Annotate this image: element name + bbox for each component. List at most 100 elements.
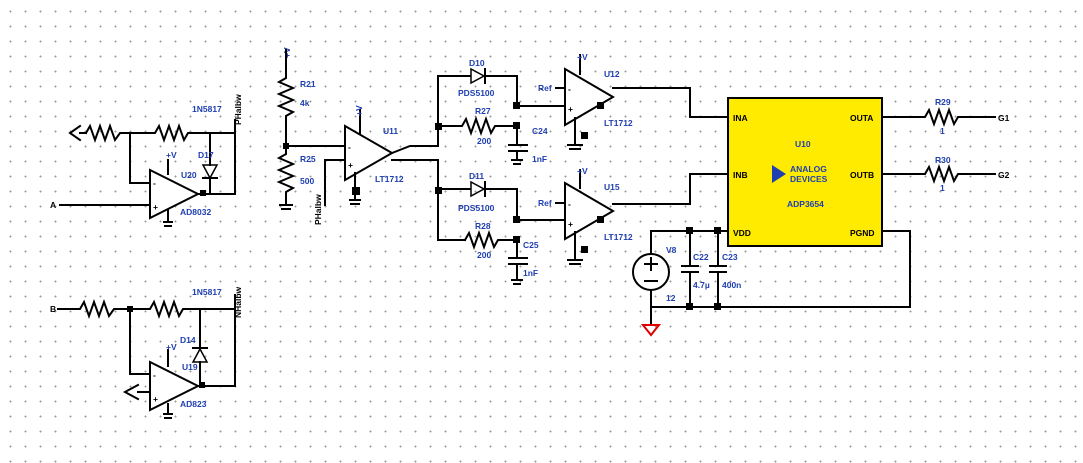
r25-ref: R25	[300, 154, 316, 164]
r30-ref: R30	[935, 155, 951, 165]
u20-value: AD8032	[180, 207, 211, 217]
u15-ref: U15	[604, 182, 620, 192]
ground-symbol	[68, 124, 82, 142]
svg-text:+: +	[348, 160, 353, 170]
diode-d14	[191, 347, 209, 363]
diode-d11	[470, 180, 486, 198]
u10-value: ADP3654	[787, 199, 824, 209]
resistor-r28	[463, 230, 518, 250]
logo-text-1: ANALOG	[790, 164, 827, 174]
c25-value: 1nF	[523, 268, 538, 278]
d17-ref: D17	[198, 150, 214, 160]
pin-vdd: VDD	[733, 228, 751, 238]
channel-a: D10 PDS5100 R27 200 C24 1nF · Ref - + +V…	[437, 52, 729, 165]
logo-text-2: DEVICES	[790, 174, 828, 184]
ic-u10-body[interactable]	[727, 97, 883, 247]
feedback-resistor-b	[129, 299, 236, 319]
r28-ref: R28	[475, 221, 491, 231]
u19-value: AD823	[180, 399, 207, 409]
pin-inb: INB	[733, 170, 748, 180]
u19-stage: B - + +V U19 AD823 D14 1N5817 NHalbw	[50, 286, 243, 419]
net-label-g1: G1	[998, 113, 1010, 123]
u20-stage: A - + +V U20 AD8032 D17 1N5817 PHalbw	[50, 94, 243, 227]
v8-ref: V8	[666, 245, 677, 255]
resistor-r25	[276, 145, 296, 206]
d14-value: 1N5817	[192, 287, 222, 297]
diode-d17	[201, 164, 219, 180]
pin-pgnd: PGND	[850, 228, 875, 238]
supply: V8 12 C22 4.7µ C23 400n	[632, 227, 741, 337]
opamp-u11[interactable]	[344, 124, 395, 182]
svg-text:-: -	[568, 199, 571, 209]
analog-devices-logo-icon	[772, 165, 786, 183]
svg-text:-: -	[568, 84, 571, 94]
v-plus-label-u11: +V	[354, 105, 364, 116]
opamp-u15[interactable]	[564, 181, 615, 241]
ground-icon	[640, 324, 662, 337]
ref-label-b-text: Ref	[538, 198, 552, 208]
ref-label-a-text: Ref	[538, 83, 552, 93]
v-plus-label-u19: +V	[166, 342, 177, 352]
net-label-b: B	[50, 304, 56, 314]
v-plus-label-u12: +V	[577, 52, 588, 62]
d11-ref: D11	[469, 171, 484, 181]
opamp-u12[interactable]	[564, 67, 615, 127]
svg-text:-: -	[153, 370, 156, 380]
d10-ref: D10	[469, 58, 485, 68]
r30-value: 1	[940, 183, 945, 193]
u15-value: LT1712	[604, 232, 633, 242]
resistor-r29	[881, 107, 996, 127]
c22-ref: C22	[693, 252, 709, 262]
r28-value: 200	[477, 250, 491, 260]
r25-value: 500	[300, 176, 314, 186]
pin-outa: OUTA	[850, 113, 873, 123]
c23-ref: C23	[722, 252, 738, 262]
resistor-r30	[881, 164, 996, 184]
u11-value: LT1712	[375, 174, 404, 184]
net-label-g2: G2	[998, 170, 1010, 180]
opamp-u19[interactable]	[149, 360, 201, 412]
channel-b: D11 PDS5100 R28 200 C25 1nF Ref - + +V U…	[437, 166, 729, 285]
ref-label-a: ·	[540, 84, 543, 94]
net-label-a: A	[50, 200, 56, 210]
svg-text:-: -	[153, 178, 156, 188]
driver-u10: INA INB VDD OUTA OUTB PGND U10 ANALOG DE…	[727, 97, 883, 247]
r21-value: 4k	[300, 98, 310, 108]
r29-value: 1	[940, 126, 945, 136]
d17-value: 1N5817	[192, 104, 222, 114]
svg-text:+: +	[153, 394, 158, 404]
resistor-r21	[276, 49, 296, 147]
opamp-u20[interactable]	[149, 168, 201, 220]
input-resistor-b	[57, 299, 131, 319]
pin-outb: OUTB	[850, 170, 874, 180]
input-resistor	[84, 123, 151, 143]
r27-value: 200	[477, 136, 491, 146]
u12-ref: U12	[604, 69, 620, 79]
resistor-r27	[437, 116, 518, 136]
u11-stage: +V R21 4k R25 500 PHalbw - + +V U11 LT17…	[276, 47, 471, 241]
v-plus-label: +V	[166, 150, 177, 160]
svg-text:+: +	[568, 219, 573, 229]
c24-value: 1nF	[532, 154, 547, 164]
c25-ref: C25	[523, 240, 539, 250]
d14-ref: D14	[180, 335, 196, 345]
u20-ref: U20	[181, 170, 197, 180]
svg-text:-: -	[348, 142, 351, 152]
v-plus-label-u15: +V	[577, 166, 588, 176]
net-label-nhalbw: NHalbw	[233, 286, 243, 318]
d11-value: PDS5100	[458, 203, 495, 213]
v8-value: 12	[666, 293, 676, 303]
net-label-phalbw-2: PHalbw	[313, 194, 323, 225]
c24-ref: C24	[532, 126, 548, 136]
feedback-resistor	[129, 123, 236, 143]
r29-ref: R29	[935, 97, 951, 107]
c23-value: 400n	[722, 280, 741, 290]
svg-text:+: +	[568, 104, 573, 114]
diode-d10	[470, 67, 486, 85]
u19-ref: U19	[182, 362, 198, 372]
r21-ref: R21	[300, 79, 316, 89]
u11-ref: U11	[383, 126, 398, 136]
u12-value: LT1712	[604, 118, 633, 128]
r27-ref: R27	[475, 106, 491, 116]
